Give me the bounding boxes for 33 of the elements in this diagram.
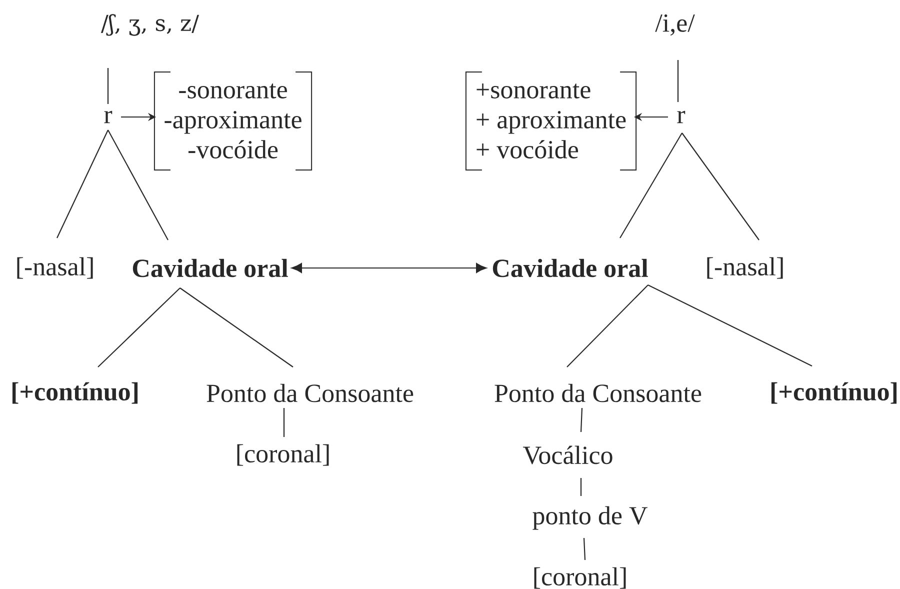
tree-branch (566, 284, 648, 368)
tree-branch (583, 538, 586, 560)
tree-label: Cavidade oral (492, 258, 648, 278)
tree-label: [+contínuo] (12, 382, 138, 404)
tree-label: [-nasal] (707, 257, 783, 279)
tree-branch (56, 130, 108, 238)
tree-branch (98, 288, 180, 368)
tree-label: [coronal] (534, 567, 626, 589)
tree-branch (108, 130, 168, 240)
tree-branch (648, 284, 812, 366)
tree-label: /i,e/ (655, 14, 695, 36)
tree-label: Vocálico (523, 446, 612, 464)
tree-label: r (104, 110, 112, 124)
feature-matrix: -sonorante -aproximante -vocóide (154, 71, 312, 171)
tree-branch (580, 408, 583, 432)
tree-branch (620, 132, 682, 238)
arrow (291, 263, 487, 273)
tree-label: Cavidade oral (132, 258, 288, 278)
tree-label: [-nasal] (17, 257, 93, 279)
tree-branch (677, 60, 679, 102)
tree-label: r (677, 110, 686, 124)
tree-label: Ponto da Consoante (494, 384, 702, 402)
tree-label: [+contínuo] (771, 382, 897, 404)
tree-branch (580, 478, 582, 496)
tree-branch (682, 132, 760, 240)
tree-label: ponto de V (532, 506, 648, 530)
tree-label: /ʃ, ʒ, s, z/ (100, 14, 200, 36)
tree-branch (180, 288, 294, 368)
tree-branch (107, 68, 109, 104)
tree-label: Ponto da Consoante (206, 384, 414, 402)
tree-label: [coronal] (237, 444, 329, 466)
feature-matrix: +sonorante + aproximante + vocóide (465, 71, 637, 171)
tree-branch (283, 408, 285, 437)
